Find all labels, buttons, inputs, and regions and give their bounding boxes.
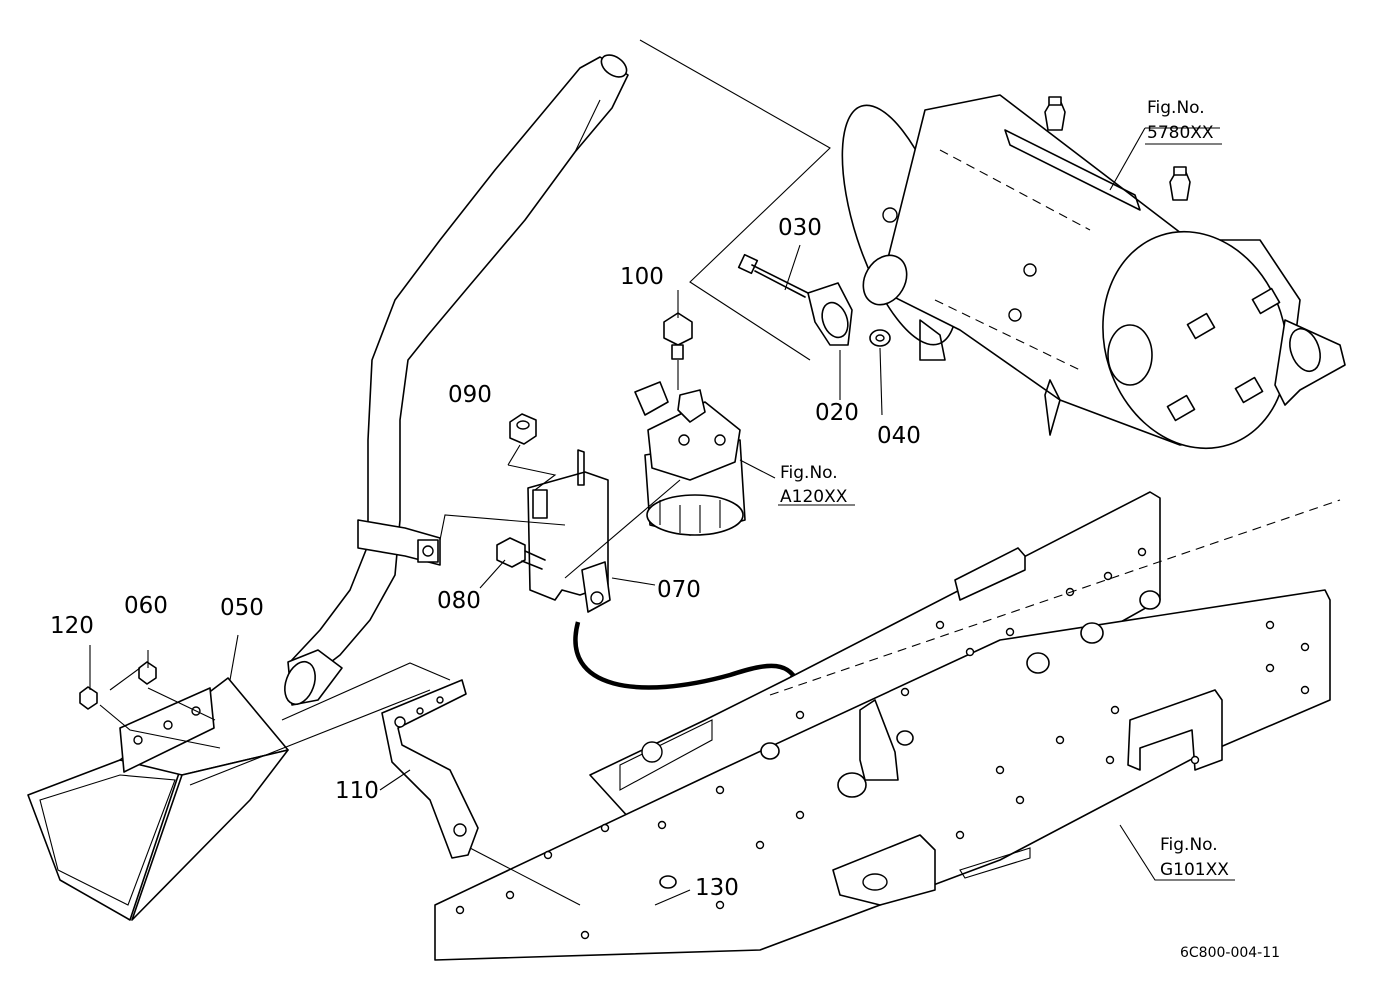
label-090: 090: [448, 382, 492, 408]
label-100: 100: [620, 264, 664, 290]
figure-reference-5780XX[interactable]: Fig.No. 5780XX: [1145, 98, 1222, 145]
bolt-030[interactable]: [737, 253, 809, 298]
figure-reference-A120XX[interactable]: Fig.No. A120XX: [780, 463, 848, 507]
fig-ref-prefix: Fig.No.: [780, 463, 838, 483]
fig-ref-prefix: Fig.No.: [1160, 835, 1218, 855]
dpf-muffler-assembly[interactable]: [819, 92, 1346, 472]
exhaust-pipe[interactable]: [279, 51, 630, 709]
stay-110[interactable]: [381, 679, 479, 859]
tractor-frame[interactable]: [434, 491, 1331, 961]
screw-120[interactable]: [79, 686, 98, 710]
label-070: 070: [657, 577, 701, 603]
label-130: 130: [695, 875, 739, 901]
fuel-filter[interactable]: [634, 381, 746, 536]
leader-lines: [89, 39, 1341, 906]
bracket-070[interactable]: [527, 449, 611, 613]
figure-reference-G101XX[interactable]: Fig.No. G101XX: [1160, 835, 1229, 880]
label-030: 030: [778, 215, 822, 241]
fig-ref-prefix: Fig.No.: [1147, 98, 1205, 118]
label-050: 050: [220, 595, 264, 621]
label-120: 120: [50, 613, 94, 639]
part-number-labels: 030 100 020 040 090 070 080 060 050 120 …: [50, 215, 921, 901]
bolt-080[interactable]: [496, 537, 546, 570]
bolt-090[interactable]: [509, 413, 537, 445]
label-060: 060: [124, 593, 168, 619]
label-040: 040: [877, 423, 921, 449]
fig-ref-number: 5780XX: [1147, 123, 1214, 143]
fig-ref-number: A120XX: [780, 487, 848, 507]
document-code: 6C800-004-11: [1180, 945, 1280, 961]
nut-040[interactable]: [869, 329, 891, 347]
clamp-020[interactable]: [807, 282, 853, 346]
screw-060[interactable]: [138, 661, 157, 685]
fig-ref-number: G101XX: [1160, 860, 1229, 880]
label-110: 110: [335, 778, 379, 804]
exhaust-funnel-050[interactable]: [27, 677, 289, 921]
label-020: 020: [815, 400, 859, 426]
label-080: 080: [437, 588, 481, 614]
bolt-100[interactable]: [663, 312, 693, 390]
